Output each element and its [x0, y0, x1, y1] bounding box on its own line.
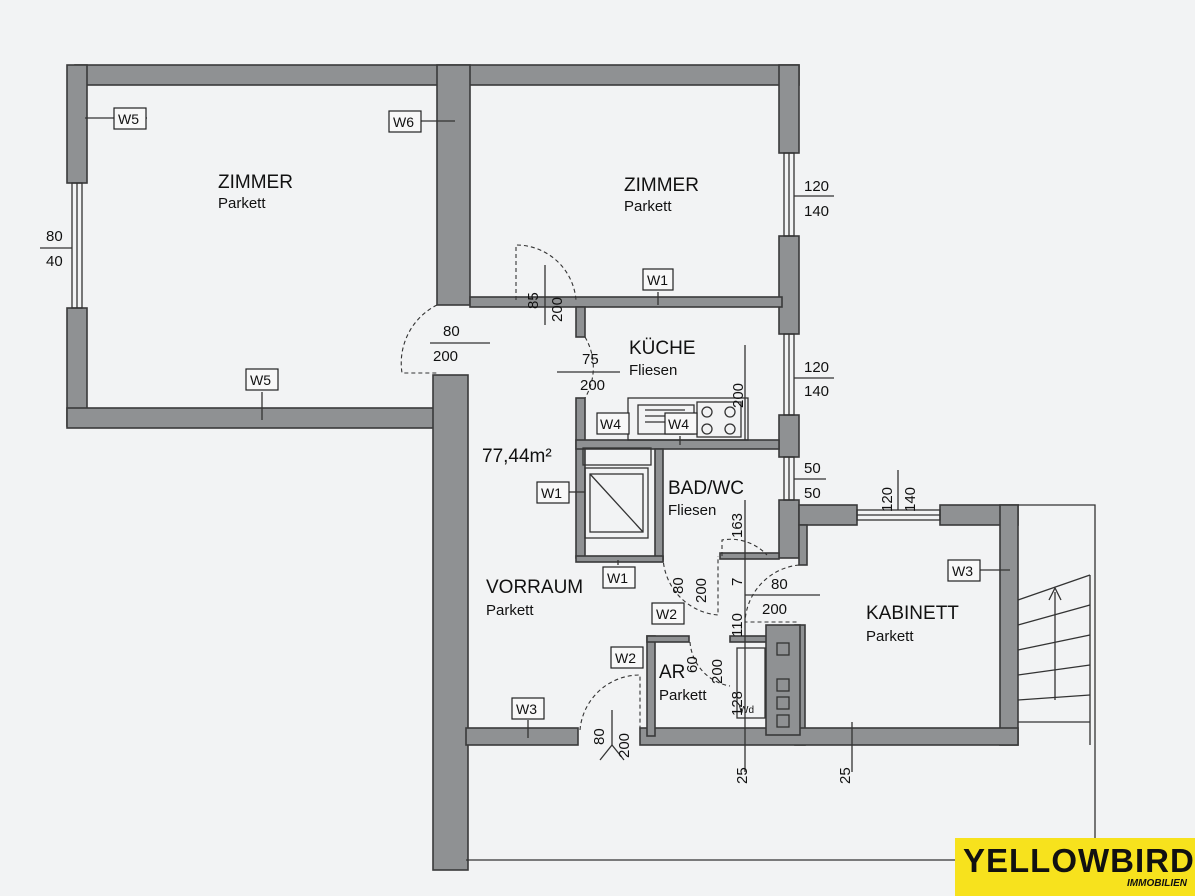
logo-name: YELLOWBIRD — [963, 842, 1195, 879]
tag-w3-kab: W3 — [947, 559, 981, 582]
svg-text:80: 80 — [46, 228, 63, 245]
room-vorraum-name: VORRAUM — [486, 577, 583, 598]
svg-text:200: 200 — [730, 383, 747, 408]
svg-text:80: 80 — [591, 728, 608, 745]
brand-logo: YELLOWBIRD IMMOBILIEN — [955, 838, 1195, 896]
total-area: 77,44m² — [482, 446, 552, 467]
svg-text:W2: W2 — [615, 650, 636, 666]
dimension-lines — [40, 117, 1010, 772]
walls — [66, 64, 1019, 871]
svg-text:140: 140 — [902, 487, 919, 512]
svg-text:W5: W5 — [118, 111, 139, 127]
tag-w3-vor: W3 — [511, 697, 545, 720]
svg-text:163: 163 — [729, 513, 746, 538]
tag-w4-a: W4 — [596, 412, 630, 435]
svg-text:80: 80 — [670, 577, 687, 594]
windows — [71, 152, 941, 521]
svg-text:128: 128 — [729, 691, 746, 716]
tag-w2-a: W2 — [651, 602, 685, 625]
tag-w6: W6 — [388, 110, 422, 133]
svg-text:200: 200 — [693, 578, 710, 603]
room-zimmer2-name: ZIMMER — [624, 175, 699, 196]
svg-text:W1: W1 — [647, 272, 668, 288]
dimension-labels: 80 40 120 140 80 200 75 200 120 140 50 5… — [46, 178, 919, 784]
tag-w1-bad: W1 — [602, 566, 636, 589]
svg-text:200: 200 — [762, 601, 787, 618]
logo-subtitle: IMMOBILIEN — [1127, 878, 1187, 889]
svg-text:W2: W2 — [656, 606, 677, 622]
room-ar-floor: Parkett — [659, 687, 707, 704]
svg-text:60: 60 — [684, 656, 701, 673]
wd-label: Wd — [739, 705, 754, 716]
svg-text:W5: W5 — [250, 372, 271, 388]
svg-text:80: 80 — [771, 576, 788, 593]
shower — [582, 447, 652, 539]
room-bad-floor: Fliesen — [668, 502, 716, 519]
svg-text:40: 40 — [46, 253, 63, 270]
svg-text:120: 120 — [804, 178, 829, 195]
svg-text:120: 120 — [804, 359, 829, 376]
svg-text:W4: W4 — [668, 416, 689, 432]
room-zimmer1-name: ZIMMER — [218, 172, 293, 193]
room-ar-name: AR — [659, 662, 685, 683]
tag-w4-b: W4 — [664, 412, 698, 435]
svg-text:85: 85 — [525, 292, 542, 309]
room-labels: ZIMMER Parkett ZIMMER Parkett KÜCHE Flie… — [218, 172, 959, 704]
room-zimmer1-floor: Parkett — [218, 195, 266, 212]
svg-text:W1: W1 — [541, 485, 562, 501]
tag-w2-b: W2 — [610, 646, 644, 669]
room-kueche-floor: Fliesen — [629, 362, 677, 379]
svg-text:W3: W3 — [516, 701, 537, 717]
room-kabinett-floor: Parkett — [866, 628, 914, 645]
svg-text:80: 80 — [443, 323, 460, 340]
room-vorraum-floor: Parkett — [486, 602, 534, 619]
svg-text:W1: W1 — [607, 570, 628, 586]
tag-w1-z2: W1 — [642, 268, 674, 291]
svg-text:200: 200 — [433, 348, 458, 365]
svg-text:200: 200 — [549, 297, 566, 322]
svg-text:50: 50 — [804, 485, 821, 502]
room-zimmer2-floor: Parkett — [624, 198, 672, 215]
room-kueche-name: KÜCHE — [629, 338, 696, 359]
tag-w5-top: W5 — [113, 107, 147, 130]
svg-text:140: 140 — [804, 383, 829, 400]
tag-w1-shower: W1 — [536, 481, 570, 504]
room-kabinett-name: KABINETT — [866, 603, 959, 624]
shafts: Wd — [736, 642, 790, 728]
svg-text:25: 25 — [837, 767, 854, 784]
svg-text:200: 200 — [709, 659, 726, 684]
svg-text:140: 140 — [804, 203, 829, 220]
window-tags: W5 W6 W5 W1 W4 W4 W1 W1 W2 W2 W3 W3 — [113, 107, 981, 720]
svg-text:120: 120 — [879, 487, 896, 512]
svg-text:W4: W4 — [600, 416, 621, 432]
svg-text:25: 25 — [734, 767, 751, 784]
svg-text:200: 200 — [580, 377, 605, 394]
svg-text:W6: W6 — [393, 114, 414, 130]
room-bad-name: BAD/WC — [668, 478, 744, 499]
svg-text:110: 110 — [729, 613, 746, 637]
svg-text:50: 50 — [804, 460, 821, 477]
svg-text:200: 200 — [616, 733, 633, 758]
tag-w5-bottom: W5 — [245, 368, 279, 391]
svg-text:75: 75 — [582, 351, 599, 368]
svg-text:7: 7 — [729, 578, 746, 586]
svg-text:W3: W3 — [952, 563, 973, 579]
